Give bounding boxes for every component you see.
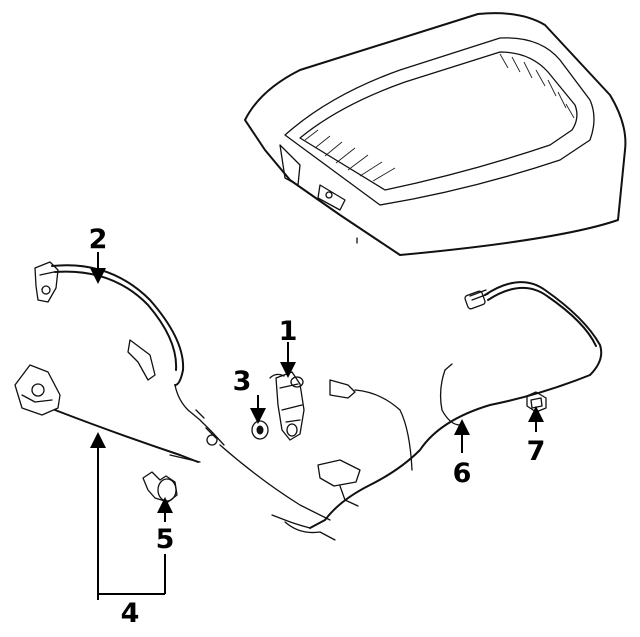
callout-5: 5 bbox=[156, 524, 175, 555]
clip-5 bbox=[142, 471, 178, 503]
callout-1: 1 bbox=[279, 316, 298, 347]
callout-4: 4 bbox=[121, 598, 140, 629]
callout-7: 7 bbox=[527, 436, 546, 467]
hatchback-lid bbox=[244, 12, 627, 256]
callout-6: 6 bbox=[453, 458, 472, 489]
wiring-harness-6 bbox=[219, 281, 603, 541]
latch-actuator-1 bbox=[269, 371, 305, 441]
release-lever-4 bbox=[14, 364, 201, 463]
grommet-3 bbox=[251, 420, 269, 440]
callout-3: 3 bbox=[233, 366, 252, 397]
release-cable-2 bbox=[34, 261, 225, 446]
callout-leaders bbox=[90, 252, 544, 600]
nut-7 bbox=[526, 391, 547, 413]
callout-2: 2 bbox=[89, 224, 108, 255]
